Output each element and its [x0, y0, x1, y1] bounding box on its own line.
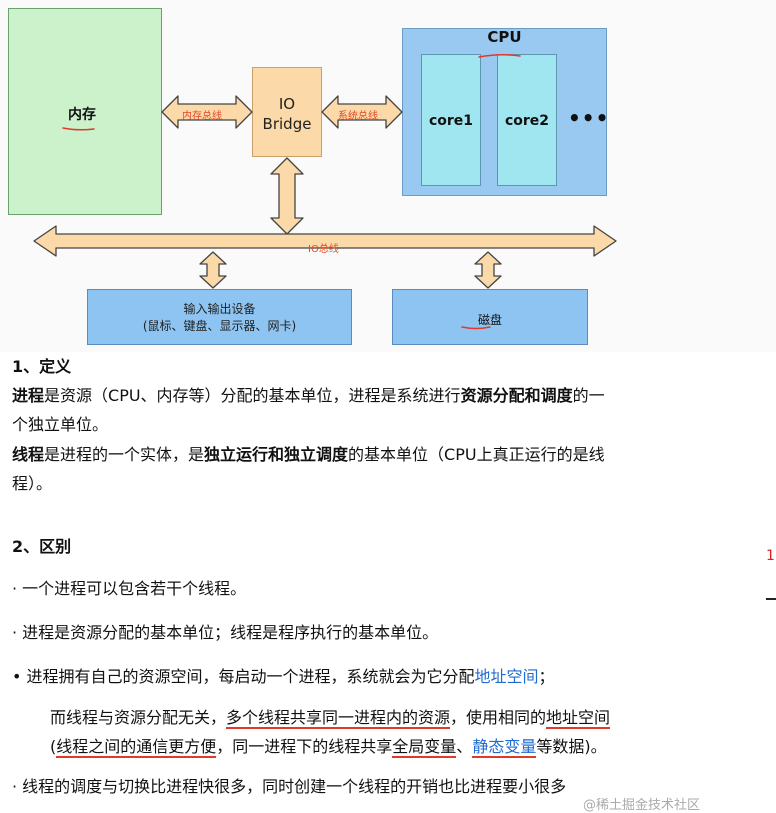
- core2-label: core2: [504, 113, 550, 129]
- term-resource-allocation: 资源分配和调度: [460, 386, 573, 405]
- io-bus-label: IO总线: [308, 244, 339, 255]
- cpu-underline-mark: [478, 53, 521, 58]
- more-cores-ellipsis: •••: [568, 106, 610, 130]
- definition-process-text1: 是资源（CPU、内存等）分配的基本单位，进程是系统进行: [44, 386, 461, 405]
- difference-bullet-3-end: ；: [538, 667, 555, 686]
- difference-bullet-3-line3: (线程之间的通信更方便，同一进程下的线程共享全局变量、静态变量等数据)。: [50, 732, 770, 761]
- difference-bullet-3: • 进程拥有自己的资源空间，每启动一个进程，系统就会为它分配地址空间；: [12, 662, 772, 691]
- io-bridge-line2: Bridge: [262, 115, 312, 133]
- difference-bullet-2: · 进程是资源分配的基本单位；线程是程序执行的基本单位。: [12, 623, 439, 642]
- disk-underline-mark: [461, 326, 491, 330]
- thread-resource-text: 而线程与资源分配无关，: [50, 708, 227, 727]
- cpu-label: CPU: [487, 28, 522, 46]
- separator: 、: [456, 737, 473, 756]
- disk-label: 磁盘: [477, 313, 502, 327]
- address-space-highlight: 地址空间: [546, 708, 611, 729]
- address-space-link[interactable]: 地址空间: [474, 667, 539, 686]
- section2-heading: 2、区别: [12, 537, 72, 556]
- memory-bus-label: 内存总线: [182, 111, 222, 122]
- difference-bullet-1: · 一个进程可以包含若干个线程。: [12, 579, 247, 598]
- io-device-label: 输入输出设备 (鼠标、键盘、显示器、网卡): [87, 301, 352, 335]
- difference-bullet-4: · 线程的调度与切换比进程快很多，同时创建一个线程的开销也比进程要小很多: [12, 777, 567, 796]
- open-paren: (: [50, 737, 57, 756]
- io-device-vertical-arrow: [199, 251, 227, 289]
- definition-thread-line2: 程）。: [12, 474, 53, 493]
- term-thread: 线程: [12, 445, 45, 464]
- disk-box: [392, 289, 588, 345]
- bus-arrows: [33, 53, 617, 330]
- core1-box: [421, 54, 481, 186]
- difference-bullet-3-text: • 进程拥有自己的资源空间，每启动一个进程，系统就会为它分配: [12, 667, 475, 686]
- term-independent-run: 独立运行和独立调度: [204, 445, 349, 464]
- memory-box: [8, 8, 162, 215]
- io-bus-arrow: [33, 225, 617, 257]
- io-bridge-line1: IO: [278, 95, 296, 113]
- definition-thread-line1: 线程是进程的一个实体，是独立运行和独立调度的基本单位（CPU上真正运行的是线: [12, 440, 772, 469]
- shared-resource-highlight: 多个线程共享同一进程内的资源: [226, 708, 451, 729]
- watermark: @稀土掘金技术社区: [583, 798, 701, 813]
- system-bus-label: 系统总线: [338, 111, 378, 122]
- same-address-text: ，使用相同的: [450, 708, 547, 727]
- section1-heading: 1、定义: [12, 357, 72, 376]
- io-device-line2: (鼠标、键盘、显示器、网卡): [142, 319, 297, 333]
- term-process: 进程: [12, 386, 45, 405]
- system-bus-arrow: [321, 95, 403, 129]
- static-var-link[interactable]: 静态变量: [472, 737, 537, 758]
- side-edge-dash: [766, 598, 776, 600]
- definition-process-line1: 进程是资源（CPU、内存等）分配的基本单位，进程是系统进行资源分配和调度的一: [12, 381, 772, 410]
- definition-process-line2: 个独立单位。: [12, 415, 109, 434]
- definition-thread-text2: 的基本单位（CPU上真正运行的是线: [348, 445, 605, 464]
- definition-thread-text1: 是进程的一个实体，是: [44, 445, 205, 464]
- io-bridge-label: IO Bridge: [254, 94, 320, 134]
- core2-box: [497, 54, 557, 186]
- side-edge-mark: 1(: [766, 548, 776, 564]
- difference-bullet-3-line2: 而线程与资源分配无关，多个线程共享同一进程内的资源，使用相同的地址空间: [50, 703, 770, 732]
- communication-highlight: 线程之间的通信更方便: [56, 737, 217, 758]
- io-bridge-vertical-arrow: [270, 157, 304, 235]
- disk-vertical-arrow: [474, 251, 502, 289]
- core1-label: core1: [428, 113, 474, 129]
- data-text: 等数据)。: [536, 737, 607, 756]
- definition-process-text2: 的一: [572, 386, 605, 405]
- global-var-highlight: 全局变量: [392, 737, 457, 758]
- architecture-diagram: 内存 IO Bridge CPU core1 core2 ••• 输入输出设备 …: [0, 0, 776, 352]
- share-text: ，同一进程下的线程共享: [216, 737, 393, 756]
- io-device-line1: 输入输出设备: [183, 302, 256, 316]
- io-device-box: [87, 289, 352, 345]
- memory-label: 内存: [68, 107, 96, 123]
- memory-bus-arrow: [161, 95, 253, 129]
- memory-underline-mark: [62, 127, 95, 131]
